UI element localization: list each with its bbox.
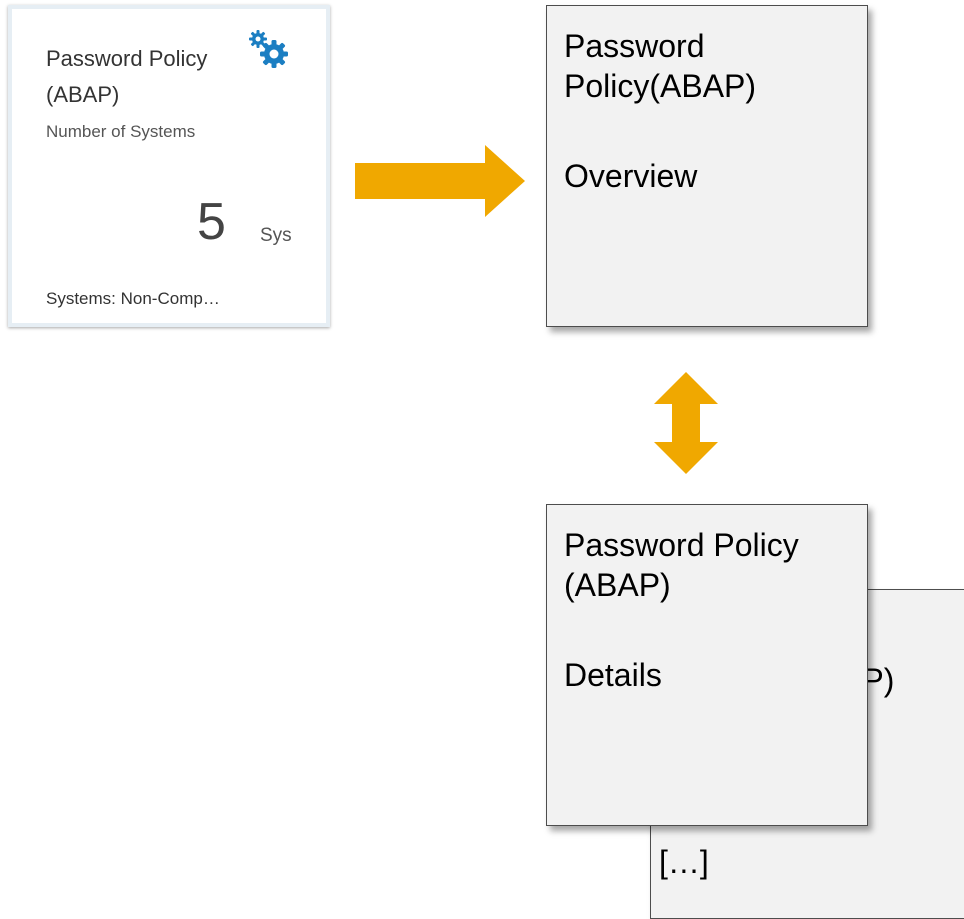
details-screen: Password Policy (ABAP) Details [546,504,868,826]
right-arrow [355,145,525,217]
double-arrow [654,372,718,474]
back-ellipsis: […] [659,844,709,880]
tile-footer: Systems: Non-Comp… [46,289,220,308]
tile-kpi-unit: Sys [260,225,292,246]
details-title: Password Policy (ABAP) [564,527,799,603]
details-label: Details [564,657,662,693]
gears-icon [249,30,288,68]
tile-subtitle: Number of Systems [46,122,196,141]
overview-title: Password Policy(ABAP) [564,28,757,104]
tile-title: Password Policy (ABAP) [46,46,208,107]
overview-label: Overview [564,158,698,194]
overview-screen: Password Policy(ABAP) Overview [546,5,868,327]
password-policy-tile[interactable]: Password Policy (ABAP) Number of Systems… [8,5,330,327]
tile-kpi-value: 5 [197,193,226,251]
